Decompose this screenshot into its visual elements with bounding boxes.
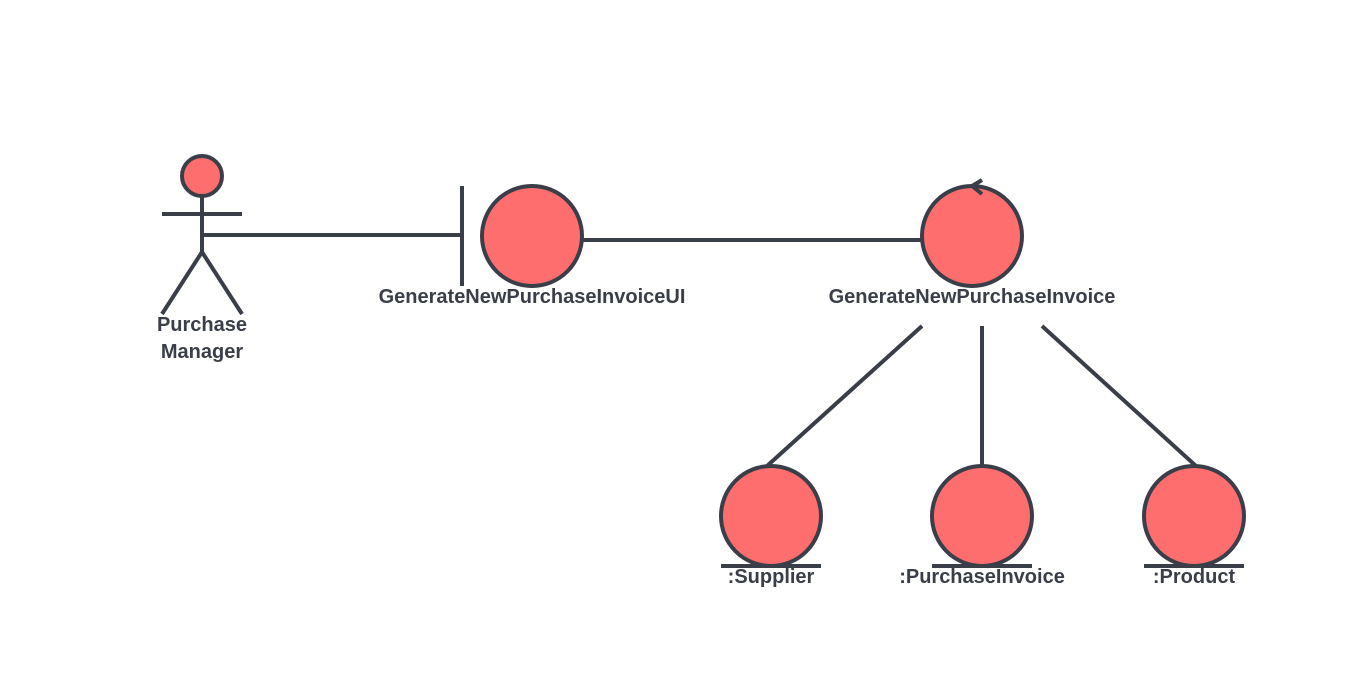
boundary-object [460, 184, 584, 288]
actor-stick-figure [160, 154, 244, 316]
actor-head [180, 154, 224, 198]
actor-label-line1: Purchase [156, 314, 248, 336]
control-to-supplier-link [765, 324, 924, 468]
entity-purchaseinvoice [930, 464, 1034, 568]
control-label: GenerateNewPurchaseInvoice [828, 286, 1116, 308]
boundary-label: GenerateNewPurchaseInvoiceUI [378, 286, 686, 308]
entity-label-purchaseinvoice: :PurchaseInvoice [899, 566, 1065, 588]
entity-supplier [719, 464, 823, 568]
entity-circle [930, 464, 1034, 568]
entity-circle [1142, 464, 1246, 568]
entity-label-product: :Product [1152, 566, 1236, 588]
actor-label: Purchase Manager [157, 313, 247, 364]
control-to-product-link [1040, 324, 1198, 468]
entity-label-supplier: :Supplier [727, 566, 815, 588]
actor-label-line2: Manager [160, 341, 244, 363]
actor-left-leg [160, 250, 204, 316]
control-arrow-icon [968, 178, 984, 196]
entity-circle [719, 464, 823, 568]
actor-right-leg [200, 250, 244, 316]
control-object [920, 178, 1024, 288]
boundary-circle [480, 184, 584, 288]
entity-product [1142, 464, 1246, 568]
control-circle [920, 184, 1024, 288]
